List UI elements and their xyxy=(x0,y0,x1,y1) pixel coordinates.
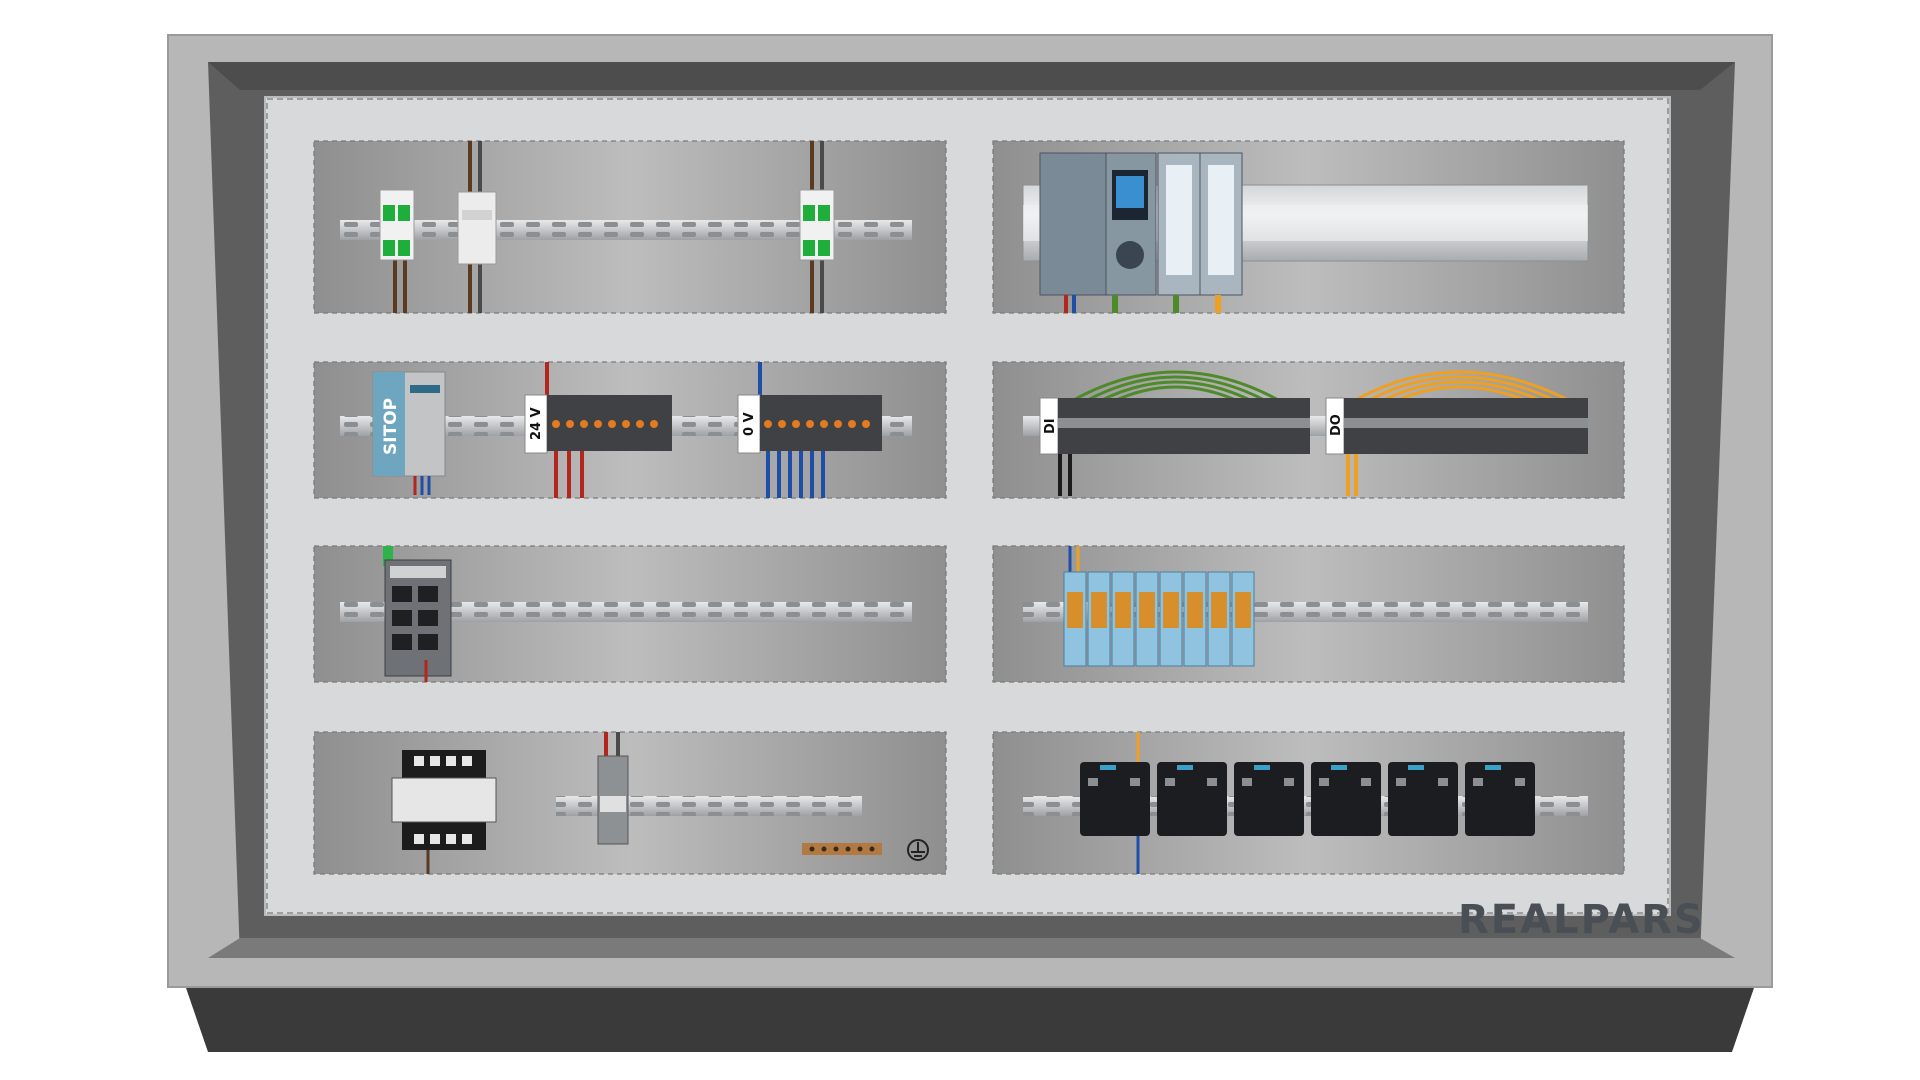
label-24v: 24 V xyxy=(529,407,544,440)
plc-rack xyxy=(1039,152,1243,313)
surge-protector xyxy=(457,191,497,265)
din-rail-left-4 xyxy=(556,796,862,816)
ground-bar xyxy=(802,839,929,861)
terminal-block-24v: 24 V xyxy=(524,362,672,498)
di-terminal-block: DI xyxy=(1039,370,1310,496)
circuit-breaker-2 xyxy=(799,189,835,261)
sitop-label: SITOP xyxy=(381,398,401,455)
terminal-block-0v: 0 V xyxy=(737,362,882,498)
contactor-bank xyxy=(1080,732,1535,874)
circuit-breaker-1 xyxy=(379,189,415,261)
label-di: DI xyxy=(1043,418,1058,434)
realpars-logo: REALPARS xyxy=(1458,897,1705,943)
control-transformer xyxy=(391,750,497,874)
ethernet-switch xyxy=(383,546,452,682)
relay-bank xyxy=(1063,546,1255,667)
label-do: DO xyxy=(1329,414,1344,436)
din-rail-left-3 xyxy=(340,602,912,622)
label-0v: 0 V xyxy=(742,412,757,436)
fuse-terminals xyxy=(597,732,629,845)
do-terminal-block: DO xyxy=(1325,370,1588,496)
ground-icon xyxy=(907,839,929,861)
sitop-power-supply: SITOP xyxy=(372,371,446,495)
cabinet-base xyxy=(185,985,1755,1052)
